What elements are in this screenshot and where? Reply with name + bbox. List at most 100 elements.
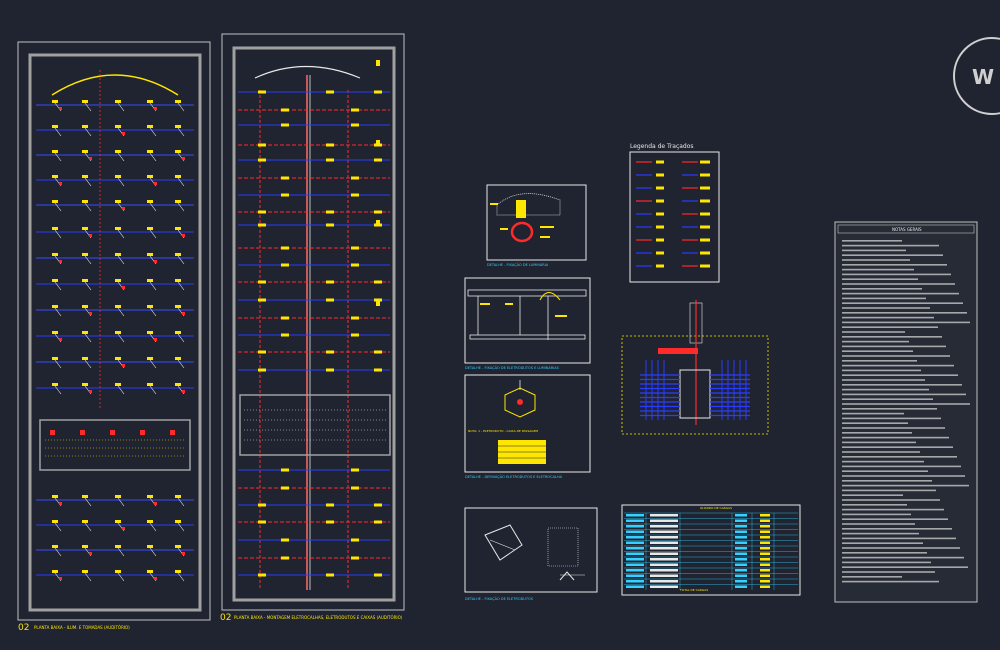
plan1-home-run [149, 152, 157, 162]
plan1-home-run [177, 281, 185, 291]
table-cell-text [760, 519, 770, 522]
junction-box-symbol [326, 143, 334, 147]
junction-box-symbol [258, 280, 266, 284]
table-cell-text [626, 547, 644, 550]
luminaire-symbol [82, 175, 88, 178]
note-text-line [842, 321, 970, 324]
junction-box-symbol [351, 123, 359, 127]
outlet-symbol [89, 157, 92, 160]
luminaire-symbol [147, 570, 153, 573]
plan1-home-run [149, 385, 157, 395]
junction-box-symbol [258, 298, 266, 302]
plan1-home-run [117, 255, 125, 265]
luminaire-symbol [147, 383, 153, 386]
outlet-symbol [154, 182, 157, 185]
plan1-home-run [54, 127, 62, 137]
junction-box-symbol [258, 368, 266, 372]
junction-box-symbol [258, 573, 266, 577]
legend-title: Legenda de Traçados [630, 143, 694, 150]
outlet-symbol [154, 338, 157, 341]
luminaire-symbol [82, 279, 88, 282]
outlet-symbol [140, 430, 145, 435]
note-text-line [842, 340, 909, 343]
plan1-restroom-block [39, 419, 191, 471]
table-cell-text [735, 552, 747, 555]
note-text-line [842, 532, 919, 535]
note-text-line [842, 393, 966, 396]
note-text-line [842, 576, 902, 578]
junction-box-symbol [326, 223, 334, 227]
plan2-number: 02 [220, 613, 231, 623]
luminaire-symbol [175, 125, 181, 128]
plan1-home-run [84, 127, 92, 137]
luminaire-symbol [115, 357, 121, 360]
table-cell-text [735, 558, 747, 561]
note-text-line [842, 417, 941, 420]
luminaire-symbol [52, 125, 58, 128]
plan1-home-run [117, 307, 125, 317]
table-cell-text [626, 514, 644, 517]
junction-box-symbol [281, 193, 289, 197]
luminaire-symbol [115, 495, 121, 498]
junction-box-symbol [374, 158, 382, 162]
luminaire-symbol [52, 570, 58, 573]
plan1-home-run [177, 333, 185, 343]
plan1-home-run [54, 522, 62, 532]
note-text-line [842, 374, 958, 376]
junction-box-symbol [351, 246, 359, 250]
note-text-line [842, 403, 970, 405]
plan1-title: PLANTA BAIXA - ILUM. E TOMADAS (AUDITÓRI… [34, 625, 130, 630]
junction-box-symbol [351, 108, 359, 112]
legend-box [629, 151, 720, 283]
junction-box-symbol [281, 123, 289, 127]
plan1-home-run [117, 152, 125, 162]
luminaire-symbol [115, 545, 121, 548]
table-cell-text [735, 536, 747, 539]
junction-box-symbol [326, 520, 334, 524]
junction-box-symbol [326, 280, 334, 284]
table-cell-text [760, 574, 770, 577]
luminaire-symbol [115, 305, 121, 308]
junction-box-symbol [281, 316, 289, 320]
outlet-symbol [110, 430, 115, 435]
table-cell-text [650, 525, 678, 528]
junction-box-symbol [326, 503, 334, 507]
luminaire-symbol [52, 279, 58, 282]
outlet-symbol [122, 527, 125, 530]
plan1-home-run [149, 281, 157, 291]
plan1-home-run [54, 152, 62, 162]
plan1-home-run [117, 572, 125, 582]
note-text-line [842, 307, 930, 309]
junction-box-symbol [374, 280, 382, 284]
junction-box-symbol [258, 210, 266, 214]
junction-box-symbol [374, 573, 382, 577]
notes-title: NOTAS GERAIS [892, 227, 922, 232]
detail-conduit-derivation [464, 374, 591, 473]
plan1-home-run [54, 307, 62, 317]
table-cell-text [760, 547, 770, 550]
luminaire-symbol [147, 305, 153, 308]
luminaire-symbol [52, 150, 58, 153]
plan1-home-run [84, 497, 92, 507]
plan1-home-run [117, 333, 125, 343]
note-text-line [842, 513, 911, 516]
note-text-line [842, 360, 917, 362]
plan1-home-run [84, 522, 92, 532]
note-text-line [842, 336, 942, 338]
note-text-line [842, 355, 950, 357]
luminaire-symbol [82, 150, 88, 153]
note-text-line [842, 470, 928, 472]
junction-box-symbol [281, 333, 289, 337]
luminaire-symbol [82, 357, 88, 360]
luminaire-symbol [147, 357, 153, 360]
note-text-line [842, 484, 969, 487]
junction-box-symbol [258, 158, 266, 162]
table-cell-text [650, 552, 678, 555]
note-text-line [842, 446, 953, 448]
legend-symbol [700, 199, 710, 203]
note-text-line [842, 345, 946, 348]
note-text-line [842, 456, 957, 458]
note-text-line [842, 460, 924, 463]
junction-box-symbol [281, 538, 289, 542]
table-cell-text [626, 541, 644, 544]
